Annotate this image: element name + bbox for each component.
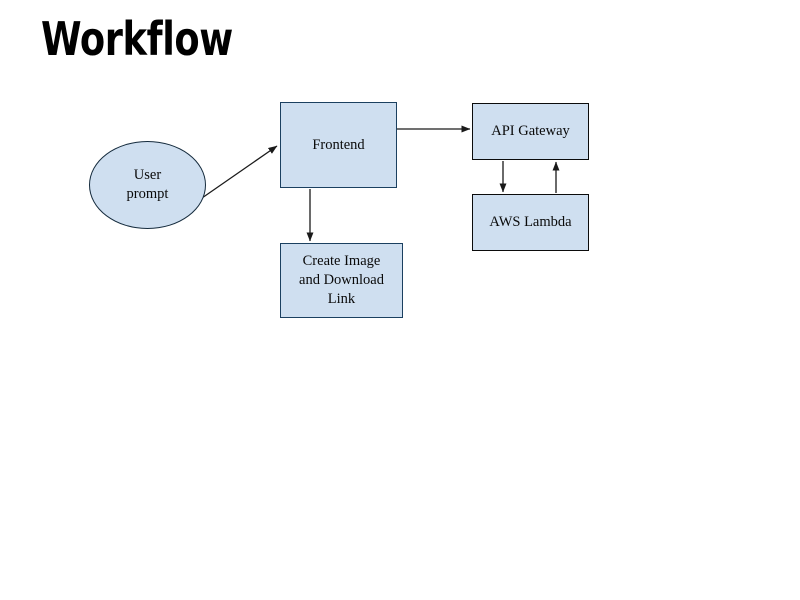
node-create-image-and-download-link[interactable]: Create Image and Download Link (280, 243, 403, 318)
node-aws-lambda[interactable]: AWS Lambda (472, 194, 589, 251)
node-user-prompt[interactable]: User prompt (89, 141, 206, 229)
node-frontend[interactable]: Frontend (280, 102, 397, 188)
node-aws-lambda-label: AWS Lambda (489, 214, 572, 230)
page-title: Workflow (41, 12, 233, 66)
node-create-image-label: Create Image and Download Link (299, 253, 384, 307)
node-api-gateway[interactable]: API Gateway (472, 103, 589, 160)
node-api-gateway-label: API Gateway (491, 123, 570, 139)
edge-user-prompt-to-frontend (201, 145, 278, 199)
node-user-prompt-label: User prompt (126, 167, 169, 202)
node-frontend-label: Frontend (312, 136, 365, 153)
